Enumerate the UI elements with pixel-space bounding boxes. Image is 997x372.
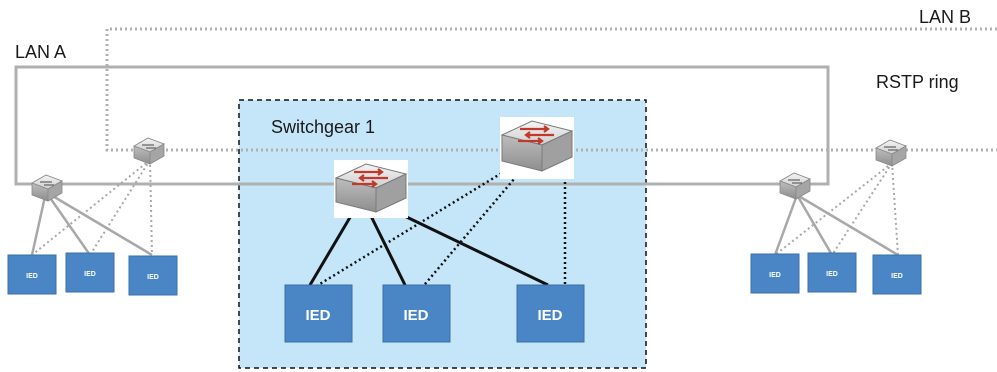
ied-label: IED: [891, 273, 903, 280]
ied-label: IED: [147, 274, 159, 281]
ied-large-2: IED: [382, 284, 451, 343]
ied-label: IED: [84, 271, 96, 278]
ied-small-right-3: IED: [872, 254, 922, 295]
ied-label: IED: [537, 307, 562, 324]
ied-label: IED: [403, 307, 428, 324]
switch-small-right-a: [779, 172, 811, 200]
switch-small-right-b: [875, 139, 907, 167]
switchgear-links: [308, 166, 567, 292]
ied-small-right-2: IED: [807, 252, 857, 293]
lan-a-ring: [14, 65, 830, 186]
rstp-ring-label: RSTP ring: [876, 72, 959, 92]
ied-label: IED: [305, 307, 330, 324]
ied-small-left-2: IED: [65, 252, 115, 293]
lan-b-label: LAN B: [919, 7, 971, 27]
switch-small-left-a: [31, 174, 63, 202]
right-links: [773, 162, 899, 257]
left-links: [30, 159, 153, 257]
ied-small-left-3: IED: [128, 255, 178, 296]
lan-a-label: LAN A: [15, 42, 66, 62]
ied-small-right-1: IED: [750, 253, 800, 294]
switch-small-left-b: [133, 137, 165, 165]
switch-large-lan-b: [500, 117, 574, 179]
ied-large-3: IED: [516, 284, 585, 343]
ied-label: IED: [26, 273, 38, 280]
ied-label: IED: [826, 271, 838, 278]
switchgear-label: Switchgear 1: [271, 117, 375, 137]
ied-large-1: IED: [284, 284, 353, 343]
ied-label: IED: [769, 272, 781, 279]
ied-small-left-1: IED: [7, 254, 57, 295]
switch-large-lan-a: [334, 160, 408, 218]
